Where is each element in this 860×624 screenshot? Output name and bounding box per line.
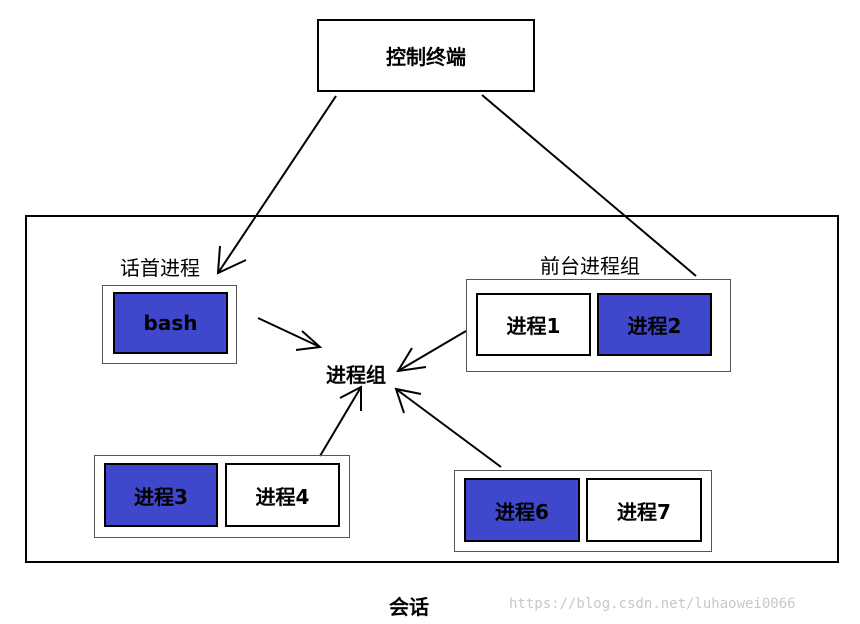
process-7-label: 进程7 xyxy=(617,499,671,524)
process-1: 进程1 xyxy=(476,293,591,356)
process-group-label: 进程组 xyxy=(326,363,386,387)
foreground-group-frame xyxy=(466,279,731,372)
process-6-label: 进程6 xyxy=(495,499,549,524)
process-4-label: 进程4 xyxy=(255,484,310,509)
process-3: 进程3 xyxy=(104,463,218,527)
line-terminal-to-foreground xyxy=(481,94,697,277)
process-3-label: 进程3 xyxy=(134,484,188,509)
process-2: 进程2 xyxy=(597,293,712,356)
process-1-label: 进程1 xyxy=(506,314,561,338)
session-leader-frame xyxy=(102,285,237,364)
arrow-bash-to-group xyxy=(257,317,323,351)
process-2-label: 进程2 xyxy=(627,314,682,338)
session-label: 会话 xyxy=(389,595,429,619)
arrow-bottom-right-to-group xyxy=(394,387,502,468)
process-bash-label: bash xyxy=(143,311,198,335)
process-7: 进程7 xyxy=(586,478,702,542)
arrow-terminal-to-leader xyxy=(216,95,337,275)
bottom-left-group-frame xyxy=(94,455,350,538)
session-leader-caption: 话首进程 xyxy=(120,256,200,280)
arrow-bottom-left-to-group xyxy=(319,385,362,457)
foreground-group-caption: 前台进程组 xyxy=(540,254,640,278)
process-bash: bash xyxy=(113,292,228,354)
process-4: 进程4 xyxy=(225,463,340,527)
watermark-text: https://blog.csdn.net/luhaowei0066 xyxy=(509,596,796,612)
terminal-label: 控制终端 xyxy=(386,45,466,69)
bottom-right-group-frame xyxy=(454,470,712,552)
session-box xyxy=(25,215,839,563)
terminal-box: 控制终端 xyxy=(317,19,535,92)
arrow-foreground-to-group xyxy=(396,330,467,373)
process-6: 进程6 xyxy=(464,478,580,542)
